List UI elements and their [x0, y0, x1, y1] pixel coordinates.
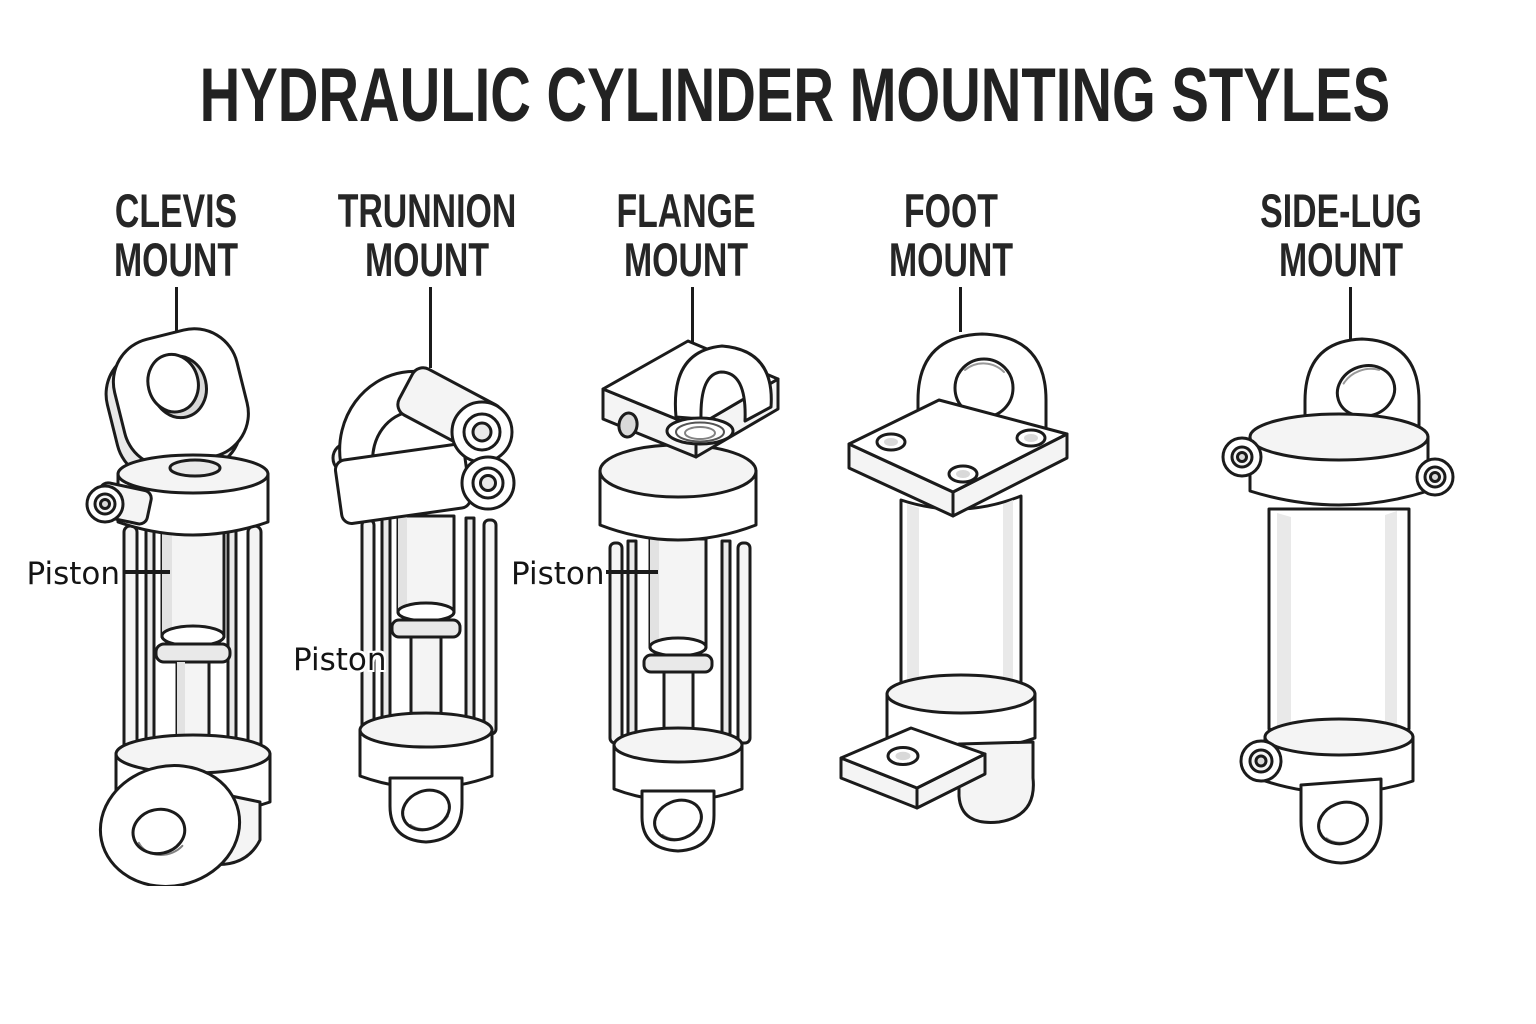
- foot-mount-illustration: [839, 332, 1069, 824]
- flange-plate: [601, 339, 780, 459]
- trunnion-pin-upper: [450, 400, 514, 464]
- trunnion-barrel: [360, 514, 498, 736]
- trunnion-mount-illustration: [331, 366, 516, 844]
- clevis-head-cap: [116, 453, 270, 537]
- clevis-bottom-eye: [98, 764, 262, 886]
- leader-line-clevis: [175, 287, 178, 340]
- trunnion-piston: [390, 514, 462, 734]
- flange-head-cap: [598, 443, 758, 542]
- label-line: MOUNT: [888, 233, 1014, 286]
- piston-label-trunnion: Piston: [293, 642, 387, 678]
- label-line: MOUNT: [364, 233, 490, 286]
- clevis-side-pin: [85, 481, 153, 526]
- side-lug-boss-right: [1415, 457, 1455, 497]
- side-lug-barrel: [1267, 507, 1411, 743]
- flange-barrel: [608, 537, 752, 748]
- piston-leader-clevis: [124, 570, 170, 574]
- flange-top-eye: [673, 344, 773, 423]
- label-line: MOUNT: [623, 233, 749, 286]
- label-side-lug-mount: SIDE-LUG MOUNT: [1233, 186, 1449, 284]
- side-lug-boss-left: [1221, 436, 1263, 478]
- flange-bottom-collar: [612, 726, 744, 803]
- flange-mount-illustration: [598, 339, 780, 853]
- trunnion-bottom-eye: [388, 776, 464, 844]
- trunnion-yoke: [331, 366, 516, 525]
- side-lug-mount-illustration: [1221, 337, 1455, 865]
- label-foot-mount: FOOT MOUNT: [843, 186, 1059, 284]
- side-lug-head-cap: [1221, 412, 1455, 507]
- foot-flange-plate: [847, 398, 1069, 518]
- foot-barrel: [899, 494, 1023, 700]
- label-line: FLANGE: [616, 184, 756, 237]
- side-lug-bottom-collar: [1239, 717, 1415, 795]
- flange-bottom-eye: [640, 789, 716, 853]
- clevis-piston: [154, 520, 232, 756]
- label-line: CLEVIS: [114, 184, 238, 237]
- label-flange-mount: FLANGE MOUNT: [578, 186, 794, 284]
- leader-line-foot: [959, 287, 962, 332]
- leader-line-flange: [691, 287, 694, 348]
- side-lug-bottom-eye: [1299, 777, 1383, 865]
- label-line: FOOT: [903, 184, 998, 237]
- piston-label-clevis: Piston: [26, 556, 120, 592]
- clevis-mount-illustration: [85, 327, 272, 886]
- piston-leader-flange: [606, 570, 658, 574]
- label-line: MOUNT: [113, 233, 239, 286]
- label-line: TRUNNION: [337, 184, 517, 237]
- clevis-top-eye: [104, 327, 250, 481]
- clevis-barrel: [122, 520, 263, 766]
- label-line: MOUNT: [1278, 233, 1404, 286]
- trunnion-pin-lower: [460, 455, 516, 511]
- leader-line-trunnion: [429, 287, 432, 368]
- foot-bracket: [839, 726, 987, 810]
- label-trunnion-mount: TRUNNION MOUNT: [319, 186, 535, 284]
- side-lug-boss-bottom-left: [1239, 739, 1283, 783]
- flange-piston: [642, 537, 714, 748]
- piston-label-flange: Piston: [511, 556, 605, 592]
- diagram-title: HYDRAULIC CYLINDER MOUNTING STYLES: [199, 53, 1391, 138]
- label-clevis-mount: CLEVIS MOUNT: [68, 186, 284, 284]
- flange-threaded-hole: [665, 416, 735, 446]
- label-line: SIDE-LUG: [1260, 184, 1422, 237]
- leader-line-side-lug: [1349, 287, 1352, 342]
